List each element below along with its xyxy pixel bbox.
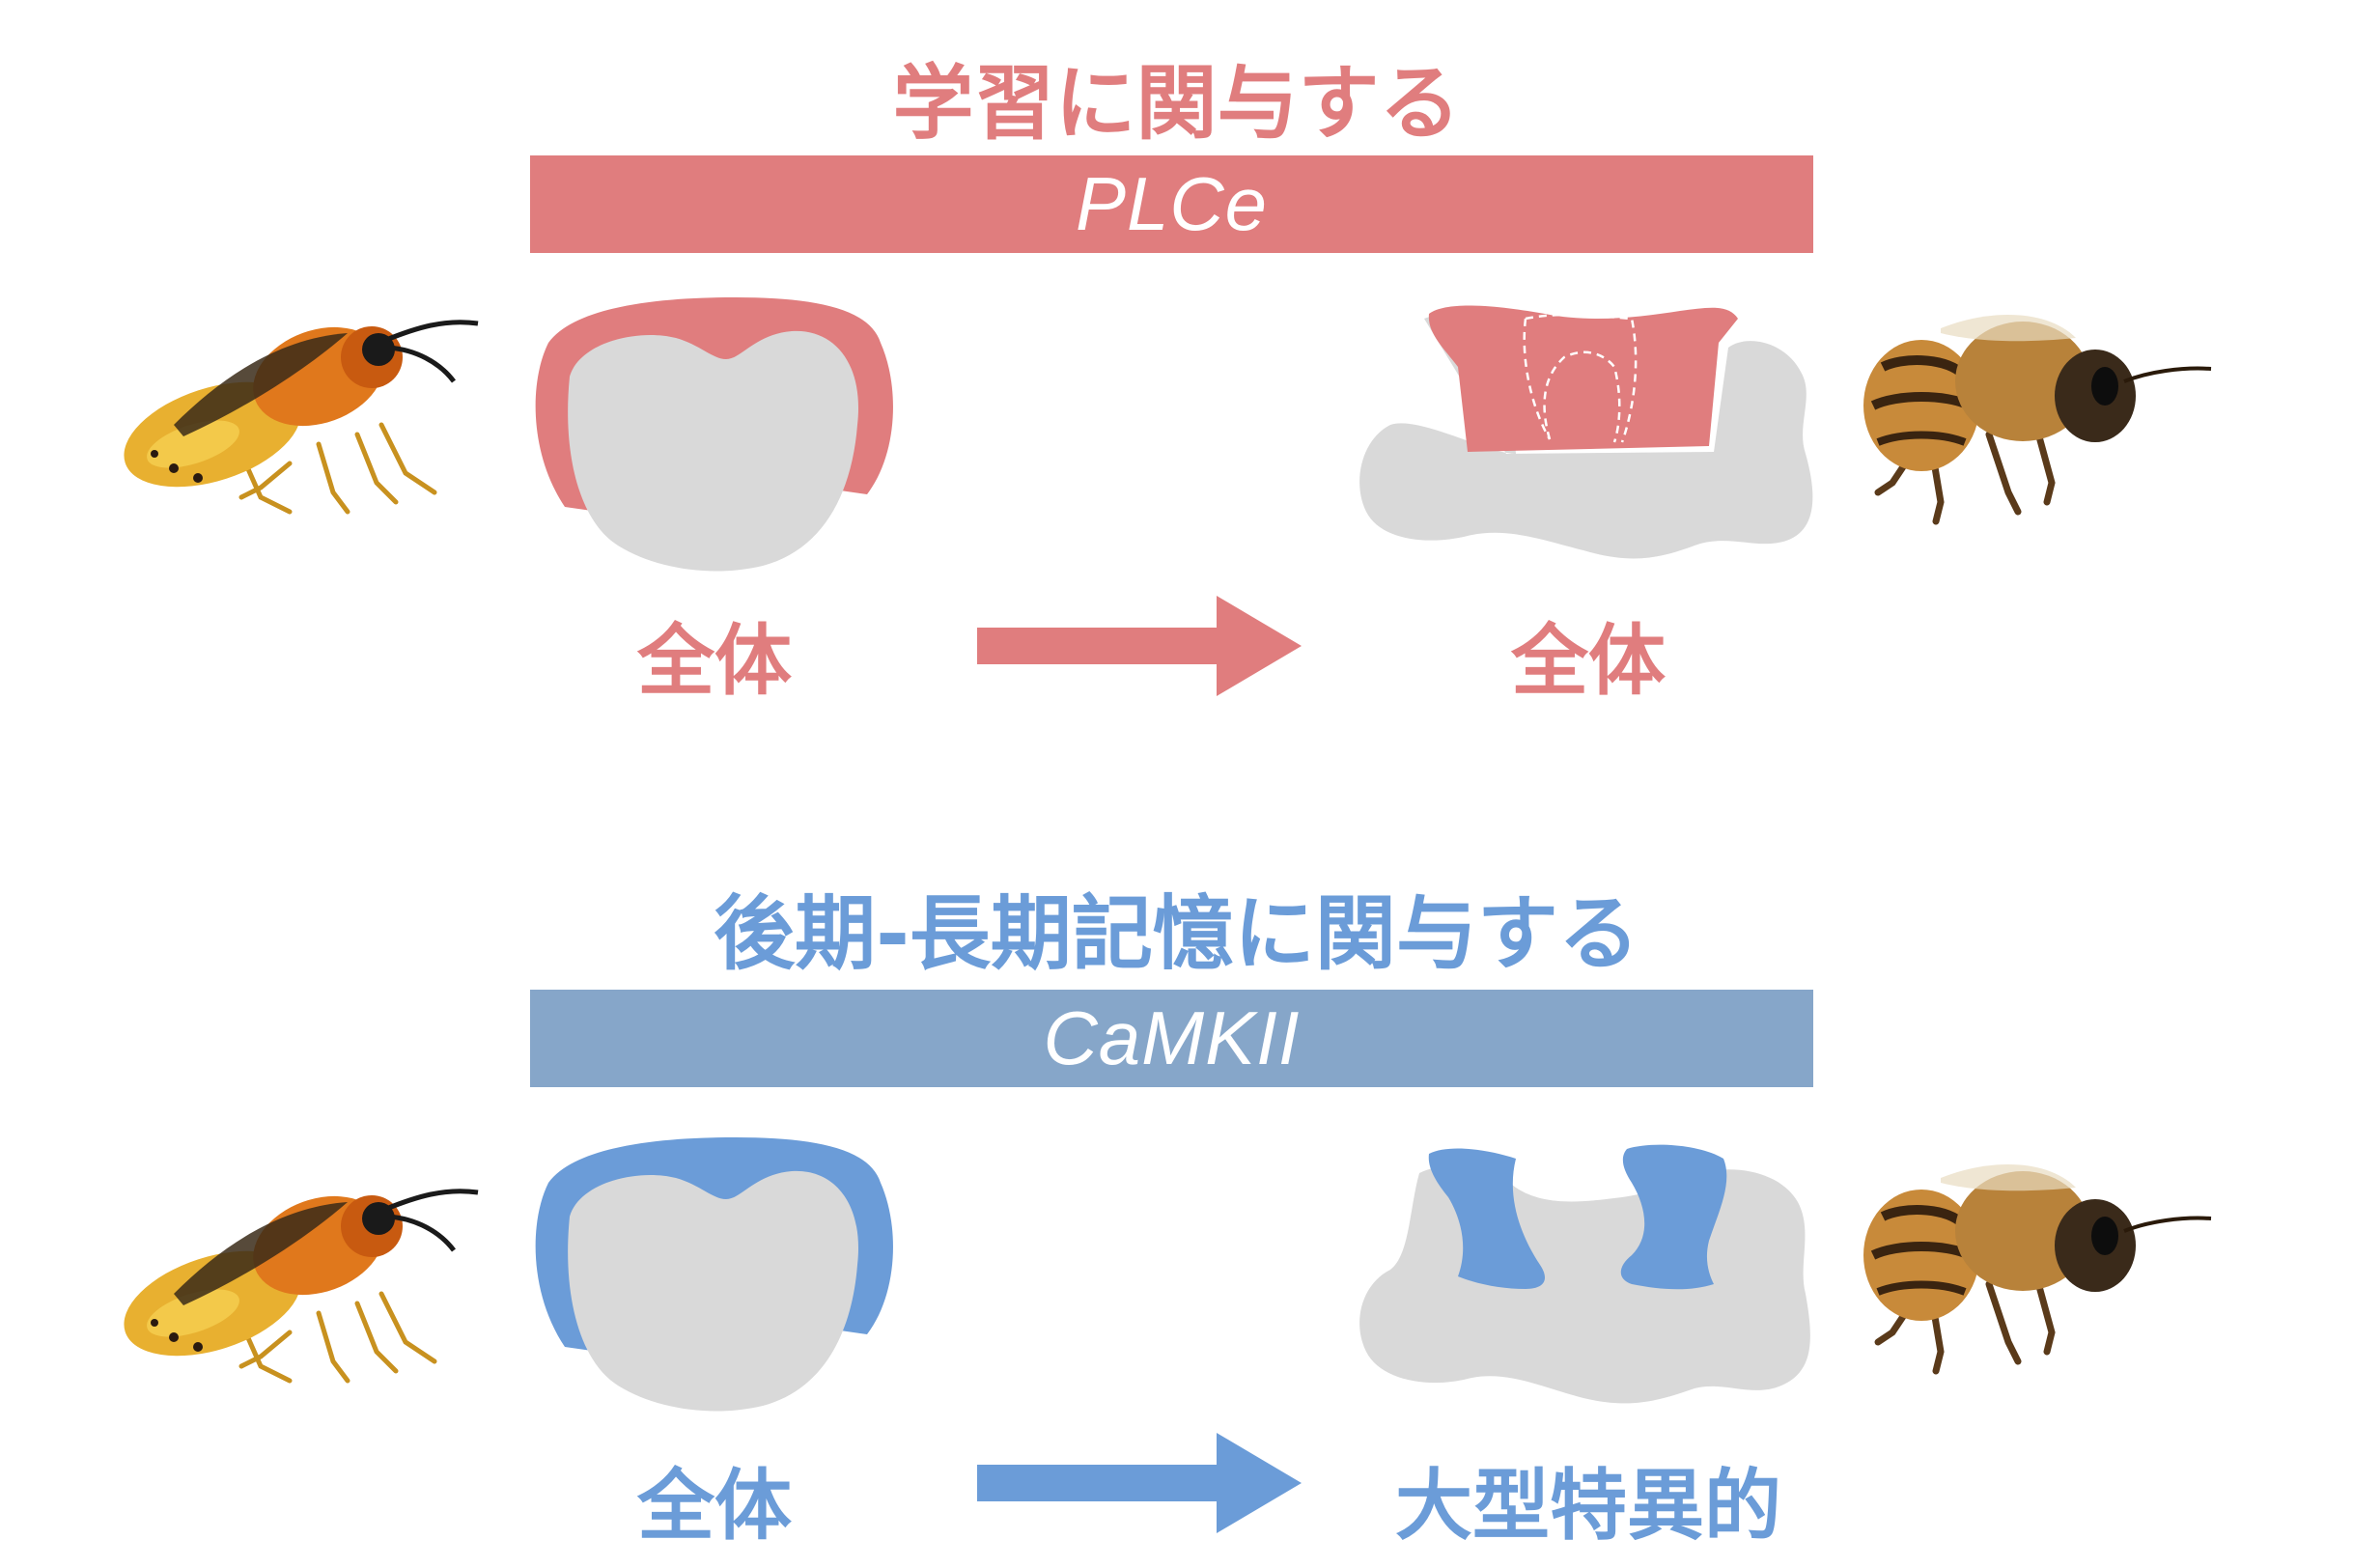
bottom-honeybee-icon: [1863, 1164, 2212, 1375]
bottom-arrow-right-icon: [977, 1433, 1302, 1533]
bottom-honeybee-brain-outline: [1359, 1165, 1810, 1404]
top-left-label: 全体: [637, 616, 792, 706]
top-honeybee-brain: [1359, 305, 1813, 559]
bottom-sawfly-brain: [535, 1137, 893, 1412]
top-gene-name: PLCe: [1075, 161, 1269, 246]
bottom-gene-name: CaMKII: [1043, 995, 1301, 1080]
top-sawfly-brain-outline: [568, 330, 859, 572]
bottom-honeybee-mb-left: [1428, 1148, 1545, 1289]
bottom-gene-band: CaMKII: [530, 990, 1813, 1087]
bottom-honeybee-mb-right: [1620, 1144, 1727, 1290]
top-arrow-right-icon: [977, 596, 1302, 696]
bottom-sawfly-brain-outline: [568, 1170, 859, 1412]
bottom-left-label: 全体: [637, 1461, 792, 1551]
top-title: 学習に関与する: [892, 56, 1461, 151]
top-honeybee-mushroom-body: [1428, 305, 1738, 452]
bottom-right-label: 大型特異的: [1395, 1461, 1781, 1551]
top-right-label: 全体: [1511, 616, 1666, 706]
top-honeybee-mb-calyx-dashed: [1523, 313, 1638, 443]
bottom-title: 後期-長期記憶に関与する: [714, 886, 1639, 981]
top-sawfly-icon: [124, 320, 479, 515]
top-sawfly-brain: [535, 297, 893, 572]
bottom-honeybee-brain: [1359, 1144, 1810, 1404]
top-honeybee-icon: [1863, 315, 2212, 525]
bottom-sawfly-icon: [124, 1189, 479, 1384]
top-gene-band: PLCe: [530, 155, 1813, 253]
